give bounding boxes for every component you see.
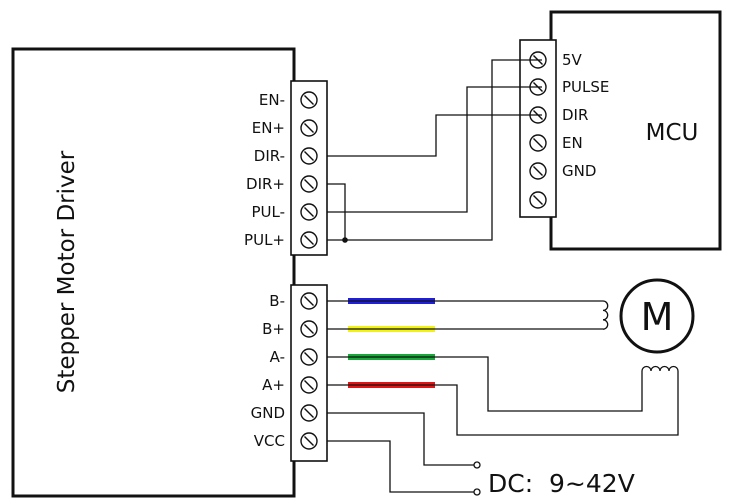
mcu-title: MCU xyxy=(646,120,699,146)
power-wiring xyxy=(327,412,481,496)
screw-terminal-pul-plus xyxy=(300,231,318,249)
pin-label-b-minus: B- xyxy=(269,292,285,310)
mcu-pin-label-en: EN xyxy=(562,134,583,152)
junction-dot xyxy=(342,237,348,243)
mcu-screw-terminal-spare xyxy=(529,191,547,209)
screw-terminal-vcc xyxy=(300,432,318,450)
motor-symbol xyxy=(619,278,695,354)
mcu-terminal-block xyxy=(519,39,557,218)
screw-terminal-en-minus xyxy=(300,91,318,109)
motor-wiring xyxy=(327,300,679,436)
pin-label-b-plus: B+ xyxy=(262,320,285,338)
wire-dir-minus-to-dir xyxy=(327,114,542,157)
wire-vcc xyxy=(327,440,474,493)
screw-terminal-pul-minus xyxy=(300,203,318,221)
screw-terminal-dir-minus xyxy=(300,147,318,165)
coil-b xyxy=(602,300,609,330)
pin-label-en-plus: EN+ xyxy=(252,119,285,137)
mcu-pin-label-pulse: PULSE xyxy=(562,78,609,96)
driver-box xyxy=(11,47,296,498)
screw-terminal-a-minus xyxy=(300,348,318,366)
mcu-screw-terminal-gnd xyxy=(529,162,547,180)
control-wiring xyxy=(327,59,542,243)
mcu-pin-label-5v: 5V xyxy=(562,51,583,69)
wire-gnd xyxy=(327,412,474,466)
wire-a-plus xyxy=(327,371,679,436)
wire-a-minus xyxy=(327,356,643,412)
wire-pul-plus-to-5v xyxy=(327,59,542,241)
pin-label-en-minus: EN- xyxy=(259,91,285,109)
motor-label: M xyxy=(641,295,674,339)
driver-power-terminal-block xyxy=(290,284,328,462)
screw-terminal-gnd xyxy=(300,404,318,422)
pin-label-pul-minus: PUL- xyxy=(251,203,285,221)
wire-dir-plus-jumper xyxy=(327,183,346,240)
screw-terminal-b-minus xyxy=(300,292,318,310)
pin-label-pul-plus: PUL+ xyxy=(244,231,285,249)
motor-lead-colors xyxy=(348,298,435,388)
screw-terminal-a-plus xyxy=(300,376,318,394)
driver-title: Stepper Motor Driver xyxy=(54,150,80,393)
screw-terminals xyxy=(300,51,547,450)
mcu-screw-terminal-en xyxy=(529,134,547,152)
pin-labels: EN- EN+ DIR- DIR+ PUL- PUL+ B- B+ A- A+ GND VCC 5V PU… xyxy=(244,51,609,450)
pin-label-a-plus: A+ xyxy=(262,376,285,394)
dc-terminal-positive xyxy=(473,488,481,496)
screw-terminal-dir-plus xyxy=(300,175,318,193)
pin-label-gnd: GND xyxy=(251,404,285,422)
pin-label-dir-plus: DIR+ xyxy=(246,175,285,193)
pin-label-vcc: VCC xyxy=(254,432,285,450)
wire-pul-minus-to-pulse xyxy=(327,86,542,213)
driver-control-terminal-block xyxy=(290,80,328,256)
pin-label-dir-minus: DIR- xyxy=(254,147,285,165)
screw-terminal-b-plus xyxy=(300,320,318,338)
coil-a xyxy=(641,365,679,372)
dc-terminal-negative xyxy=(473,461,481,469)
mcu-pin-label-gnd: GND xyxy=(562,162,596,180)
screw-terminal-en-plus xyxy=(300,119,318,137)
pin-label-a-minus: A- xyxy=(270,348,285,366)
mcu-pin-label-dir: DIR xyxy=(562,106,588,124)
power-supply-label: DC: 9~42V xyxy=(488,469,635,498)
mcu-box xyxy=(549,10,722,251)
